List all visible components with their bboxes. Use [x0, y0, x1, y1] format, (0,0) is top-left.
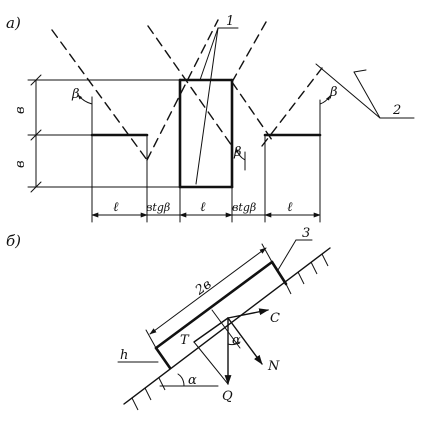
label-h: h [120, 348, 128, 363]
thickness-h: h [117, 348, 159, 363]
panel-label-b: б) [6, 232, 21, 250]
figure-b: б) 2в 3 [6, 226, 331, 411]
angle-beta-center: β [233, 145, 242, 160]
label-b-lower: в [13, 160, 28, 168]
width-l-2: ℓ [200, 200, 206, 215]
force-c-arrow [227, 308, 269, 319]
width-l-1: ℓ [113, 200, 119, 215]
angle-beta-left: β [71, 87, 80, 102]
dimension-chain: ℓ ℓ ℓ вtgβ вtgβ [91, 200, 321, 218]
force-diagram: T C N Q α [180, 308, 280, 404]
plot-center [178, 78, 234, 223]
dashed-slip-lines [51, 19, 323, 161]
force-t-vector [211, 309, 241, 349]
label-c: C [270, 311, 280, 326]
plot-right [263, 99, 322, 223]
callout-1-label: 1 [226, 14, 234, 29]
dimension-2b: 2в [145, 243, 273, 349]
slope-hatching [131, 253, 329, 411]
dimension-b: в в [13, 74, 42, 193]
plot-left [90, 96, 149, 223]
label-b-upper: в [13, 106, 28, 114]
callout-1: 1 [195, 14, 239, 185]
callout-2: 2 [315, 63, 415, 119]
beta-angles: β β β [71, 85, 338, 171]
force-t-line [193, 317, 229, 343]
width-l-3: ℓ [287, 200, 293, 215]
label-q: Q [222, 389, 233, 404]
force-n-arrow [227, 317, 263, 365]
label-alpha-force: α [232, 333, 241, 348]
label-n: N [267, 359, 280, 374]
callout-3: 3 [277, 226, 313, 271]
label-alpha-slope: α [188, 373, 197, 388]
label-t: T [180, 333, 190, 348]
label-2b: 2в [192, 277, 214, 299]
figure-a: а) в в [6, 14, 415, 223]
angle-beta-right: β [329, 85, 338, 100]
force-parallelogram-edge [193, 341, 229, 385]
callout-3-label: 3 [302, 226, 310, 241]
slope-angle: α [159, 373, 219, 388]
callout-2-label: 2 [392, 103, 401, 118]
alpha-arc-force [227, 341, 241, 346]
gap-b-tan-beta-1: вtgβ [146, 201, 170, 214]
gap-b-tan-beta-2: вtgβ [232, 201, 256, 214]
panel-label-a: а) [6, 14, 21, 32]
slope-surface [123, 247, 331, 405]
